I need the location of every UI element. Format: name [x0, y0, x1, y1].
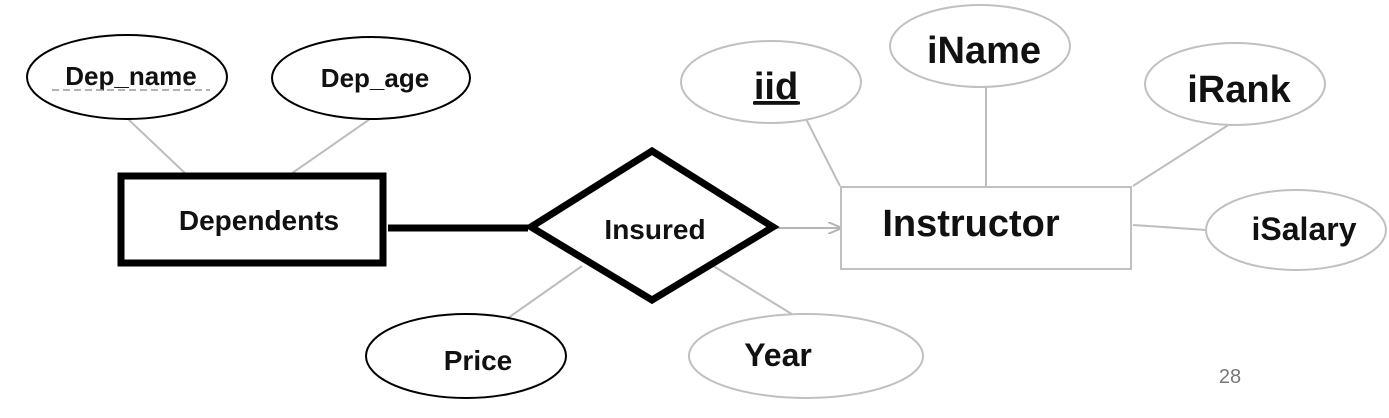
dep-age-connector [287, 118, 371, 177]
instructor-label: Instructor [882, 203, 1060, 245]
dependents-box [117, 172, 387, 267]
price-ellipse [365, 313, 567, 399]
iid-label: iid [754, 66, 798, 108]
iname-ellipse [889, 4, 1071, 88]
irank-connector [1132, 123, 1231, 187]
iid-connector [802, 112, 841, 187]
dependents-entity: Dependents [117, 172, 387, 267]
dep-name-attribute: Dep_name [26, 34, 228, 120]
dependents-label: Dependents [179, 205, 339, 236]
dep-name-connector [127, 118, 189, 177]
iname-attribute: iName [889, 4, 1071, 88]
year-attribute: Year [688, 313, 924, 399]
dep-age-label: Dep_age [321, 63, 429, 93]
iid-attribute: iid [680, 40, 862, 124]
irank-ellipse [1144, 42, 1326, 126]
insured-diamond [524, 146, 780, 305]
year-label: Year [744, 337, 812, 373]
year-ellipse [688, 313, 924, 399]
dep-name-ellipse [26, 34, 228, 120]
isalary-label: iSalary [1252, 211, 1357, 247]
instructor-box [840, 186, 1132, 270]
irank-label: iRank [1187, 69, 1291, 111]
dep-age-attribute: Dep_age [271, 36, 471, 120]
connectors [127, 87, 1231, 319]
price-label: Price [444, 345, 513, 376]
price-attribute: Price [365, 313, 567, 399]
insured-label: Insured [604, 214, 705, 245]
price-connector [507, 265, 583, 319]
year-connector [709, 263, 796, 317]
isalary-ellipse [1205, 189, 1387, 271]
isalary-attribute: iSalary [1205, 189, 1387, 271]
dep-age-ellipse [271, 36, 471, 120]
irank-attribute: iRank [1144, 42, 1326, 126]
instructor-entity: Instructor [840, 186, 1132, 270]
dep-name-label: Dep_name [65, 61, 197, 91]
iname-label: iName [927, 30, 1041, 72]
iid-ellipse [680, 40, 862, 124]
insured-relationship: Insured [524, 146, 780, 305]
isalary-connector [1132, 224, 1207, 231]
page-number: 28 [1219, 366, 1241, 388]
